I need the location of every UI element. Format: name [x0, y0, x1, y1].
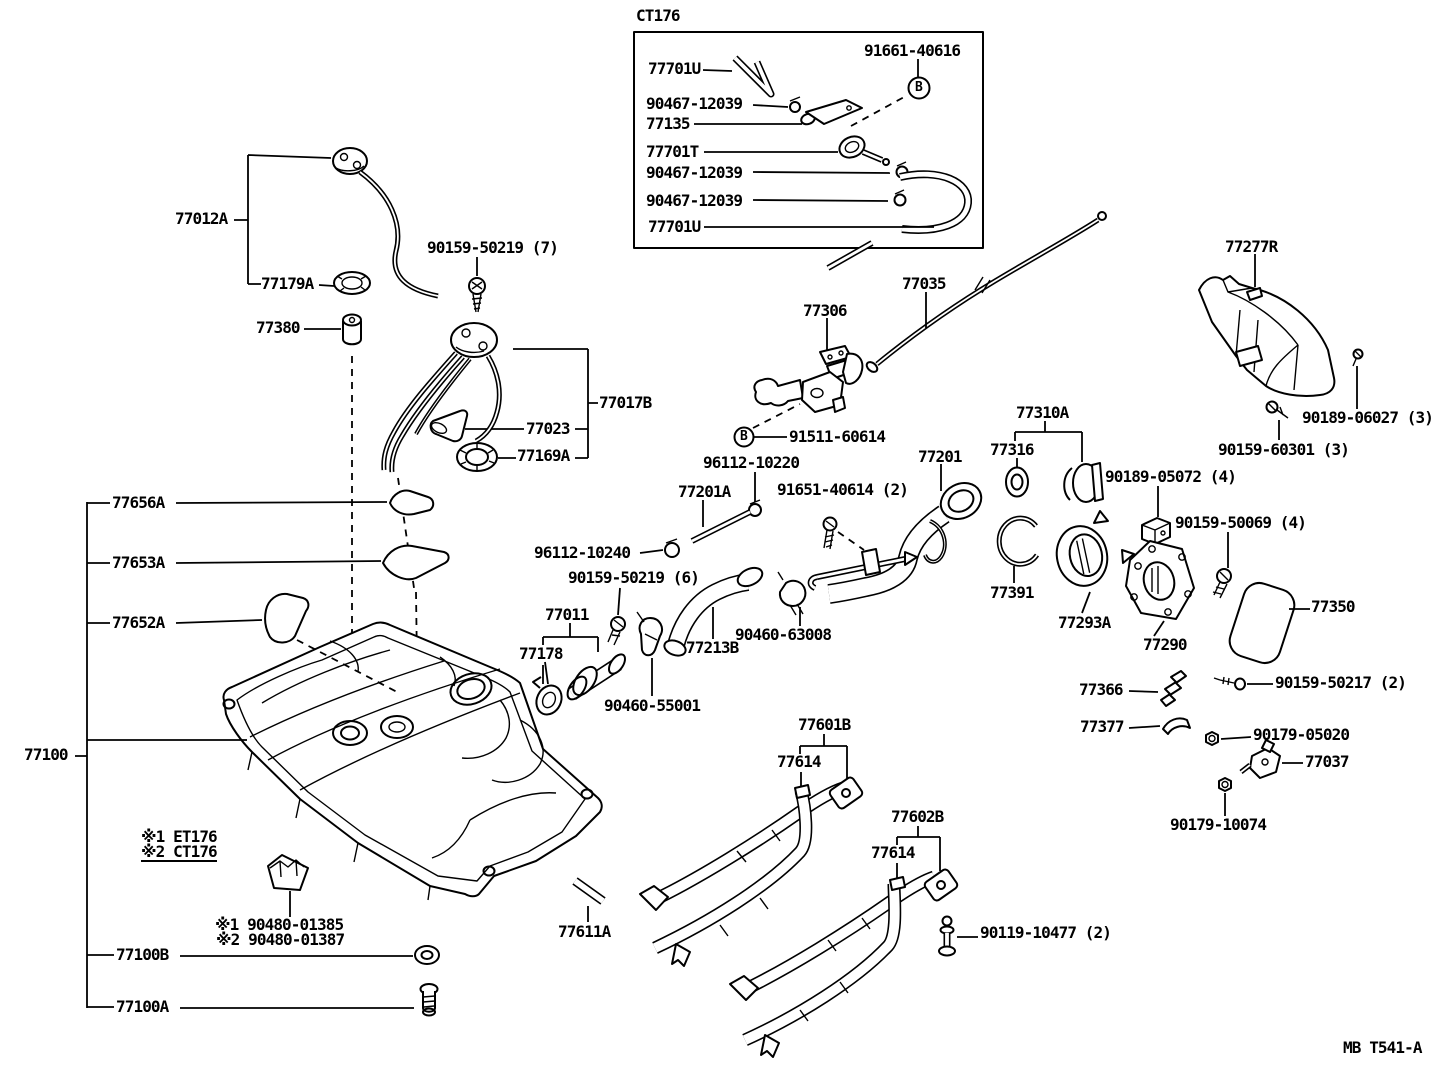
label-77277r: 77277R: [1225, 237, 1278, 256]
label-77037: 77037: [1305, 752, 1350, 771]
label-77366: 77366: [1079, 680, 1124, 699]
fuel-lid-lock-control: [733, 211, 1107, 448]
label-77310a: 77310A: [1016, 403, 1069, 422]
label-77652a: 77652A: [112, 613, 165, 632]
label-77201: 77201: [918, 447, 963, 466]
label-90159-50219-7: 90159-50219 (7): [427, 238, 559, 257]
callout-b-2: B: [740, 429, 748, 444]
label-77350: 77350: [1311, 597, 1356, 616]
label-77201a: 77201A: [678, 482, 731, 501]
label-77100a: 77100A: [116, 997, 169, 1016]
label-90467-12039-3: 90467-12039: [646, 191, 743, 210]
label-90159-60301-3: 90159-60301 (3): [1218, 440, 1350, 459]
label-77611a: 77611A: [558, 922, 611, 941]
small-clips-and-valve: [1128, 670, 1303, 816]
label-90189-05072-4: 90189-05072 (4): [1105, 467, 1237, 486]
label-90189-06027-3: 90189-06027 (3): [1302, 408, 1434, 427]
label-96112-10240: 96112-10240: [534, 543, 631, 562]
label-77011: 77011: [545, 605, 590, 624]
inset-box-ct176: [633, 31, 984, 271]
label-77290: 77290: [1143, 635, 1188, 654]
label-77380: 77380: [256, 318, 301, 337]
figure-code: MB T541-A: [1343, 1038, 1423, 1057]
filler-pipe-protector: [1198, 254, 1364, 440]
label-91651-40614-2: 91651-40614 (2): [777, 480, 909, 499]
label-90467-12039-2: 90467-12039: [646, 163, 743, 182]
label-77017b: 77017B: [599, 393, 652, 412]
filler-hose-elbow: [663, 566, 807, 657]
inset-title: CT176: [636, 6, 681, 25]
fuel-tank: [222, 621, 603, 901]
label-77701u-2: 77701U: [648, 217, 701, 236]
note-1: ※1 ET176: [141, 827, 218, 846]
label-90119-10477-2: 90119-10477 (2): [980, 923, 1112, 942]
ref-90480-01387: ※2 90480-01387: [216, 930, 345, 949]
label-77012a: 77012A: [175, 209, 228, 228]
label-77656a: 77656A: [112, 493, 165, 512]
label-77701t: 77701T: [646, 142, 699, 161]
tank-protector-pads: [75, 489, 450, 1017]
fuel-filler-pipe: [639, 464, 983, 604]
label-77135: 77135: [646, 114, 691, 133]
label-90159-50217-2: 90159-50217 (2): [1275, 673, 1407, 692]
label-90460-55001: 90460-55001: [604, 696, 701, 715]
label-96112-10220: 96112-10220: [703, 453, 800, 472]
label-77601b: 77601B: [798, 715, 851, 734]
label-77377: 77377: [1080, 717, 1125, 736]
label-77316: 77316: [990, 440, 1035, 459]
label-77100b: 77100B: [116, 945, 169, 964]
label-77391: 77391: [990, 583, 1035, 602]
label-77306: 77306: [803, 301, 848, 320]
ref-90480-01385: ※1 90480-01385: [215, 915, 344, 934]
note-2: ※2 CT176: [141, 842, 218, 862]
label-91511-60614: 91511-60614: [789, 427, 886, 446]
label-77614-1: 77614: [777, 752, 822, 771]
label-77100: 77100: [24, 745, 69, 764]
label-90467-12039-1: 90467-12039: [646, 94, 743, 113]
callout-b-1: B: [915, 80, 923, 95]
label-90159-50069-4: 90159-50069 (4): [1175, 513, 1307, 532]
label-77614-2: 77614: [871, 843, 916, 862]
label-90179-05020: 90179-05020: [1253, 725, 1350, 744]
label-77035: 77035: [902, 274, 947, 293]
label-77293a: 77293A: [1058, 613, 1111, 632]
label-90159-50219-6: 90159-50219 (6): [568, 568, 700, 587]
label-77179a: 77179A: [261, 274, 314, 293]
fuel-sender-gauge: [234, 147, 486, 714]
label-77023: 77023: [526, 419, 571, 438]
label-77213b: 77213B: [686, 638, 739, 657]
label-77653a: 77653A: [112, 553, 165, 572]
tank-bands: [572, 734, 978, 1058]
label-90179-10074: 90179-10074: [1170, 815, 1267, 834]
label-77169a: 77169A: [517, 446, 570, 465]
label-90460-63008: 90460-63008: [735, 625, 832, 644]
label-77178: 77178: [519, 644, 564, 663]
label-91661-40616: 91661-40616: [864, 41, 961, 60]
label-77701u-1: 77701U: [648, 59, 701, 78]
filler-neck-parts: [996, 421, 1310, 665]
label-77602b: 77602B: [891, 807, 944, 826]
breather-tube-assembly: [532, 587, 663, 716]
